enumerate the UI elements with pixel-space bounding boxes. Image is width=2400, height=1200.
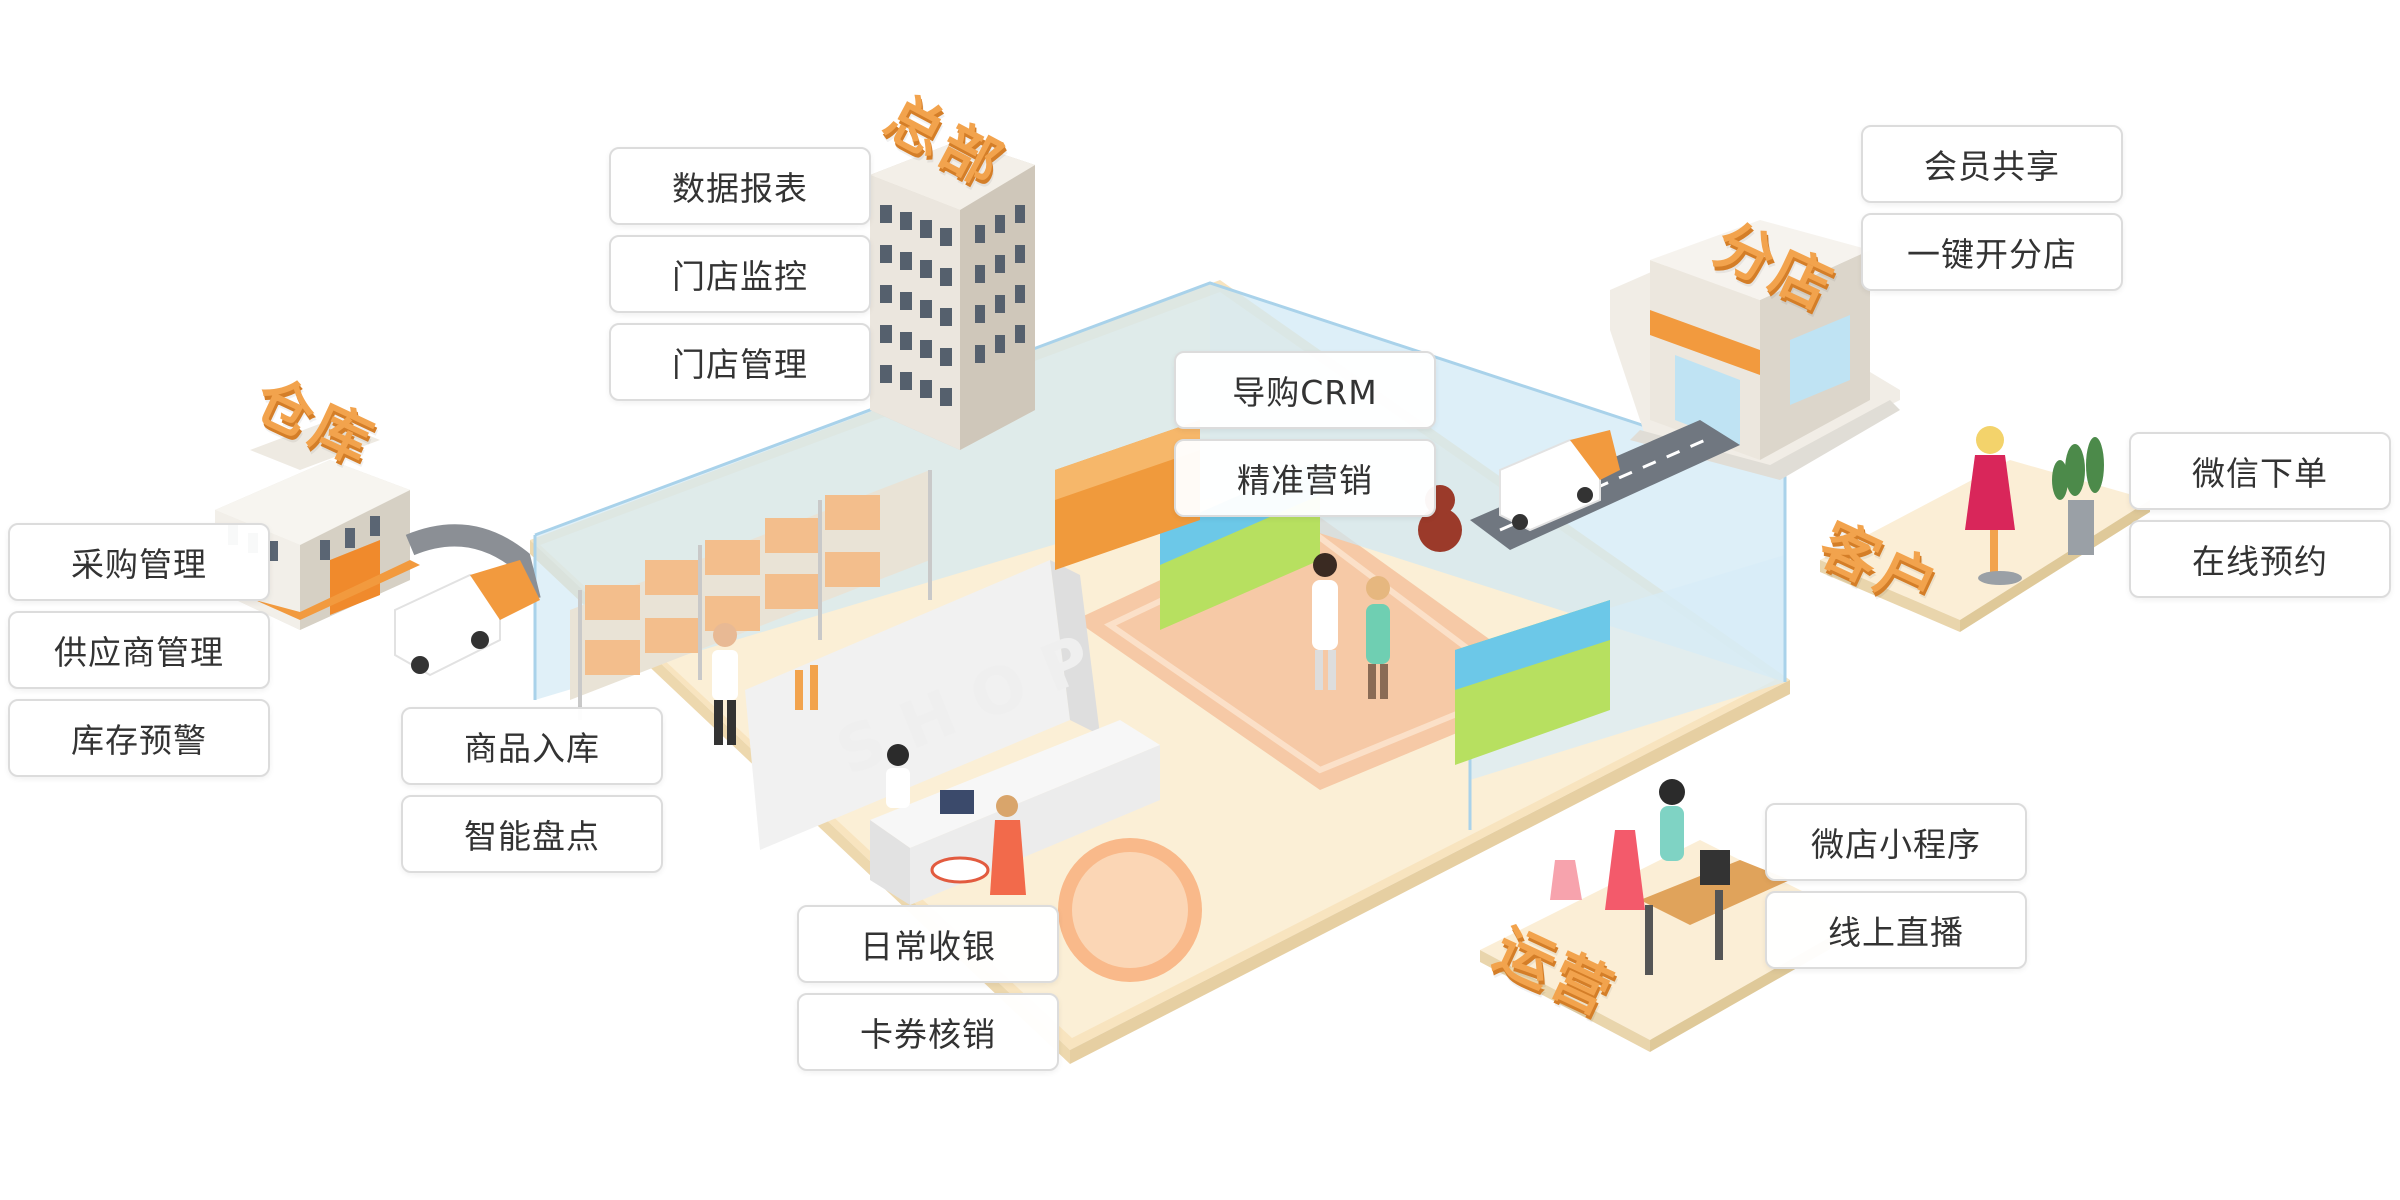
shopper-figure xyxy=(990,795,1026,895)
tag-smart-inventory[interactable]: 智能盘点 xyxy=(401,795,663,873)
customer-platform xyxy=(1820,426,2150,632)
tag-online-booking[interactable]: 在线预约 xyxy=(2129,520,2391,598)
tag-inventory-alert[interactable]: 库存预警 xyxy=(8,699,270,777)
cashier-counter xyxy=(870,720,1160,905)
sun-rug xyxy=(1058,838,1202,982)
delivery-truck-right xyxy=(1499,430,1620,532)
staff-figure xyxy=(1312,553,1338,690)
tag-coupon-redemption[interactable]: 卡券核销 xyxy=(797,993,1059,1071)
tag-shopping-guide-crm[interactable]: 导购CRM xyxy=(1174,351,1436,429)
tag-goods-inbound[interactable]: 商品入库 xyxy=(401,707,663,785)
cashier-figure xyxy=(886,744,910,808)
worker-figure xyxy=(712,623,738,745)
tag-store-monitoring[interactable]: 门店监控 xyxy=(609,235,871,313)
tag-member-sharing[interactable]: 会员共享 xyxy=(1861,125,2123,203)
tag-precision-marketing[interactable]: 精准营销 xyxy=(1174,439,1436,517)
hq-building xyxy=(870,140,1035,450)
operations-platform xyxy=(1480,779,1860,1052)
tag-open-branch[interactable]: 一键开分店 xyxy=(1861,213,2123,291)
branch-building xyxy=(1610,220,1900,480)
tag-store-management[interactable]: 门店管理 xyxy=(609,323,871,401)
tag-purchase-management[interactable]: 采购管理 xyxy=(8,523,270,601)
tag-supplier-management[interactable]: 供应商管理 xyxy=(8,611,270,689)
delivery-truck-left xyxy=(394,560,540,677)
stock-shelves xyxy=(570,470,932,720)
tag-wechat-order[interactable]: 微信下单 xyxy=(2129,432,2391,510)
shop-partition xyxy=(745,560,1070,850)
goods-shelf-back xyxy=(1055,420,1200,570)
customer-figure xyxy=(1366,576,1390,699)
tag-data-report[interactable]: 数据报表 xyxy=(609,147,871,225)
tag-mini-program[interactable]: 微店小程序 xyxy=(1765,803,2027,881)
tag-live-streaming[interactable]: 线上直播 xyxy=(1765,891,2027,969)
goods-shelf-right xyxy=(1455,600,1610,765)
tag-daily-checkout[interactable]: 日常收银 xyxy=(797,905,1059,983)
